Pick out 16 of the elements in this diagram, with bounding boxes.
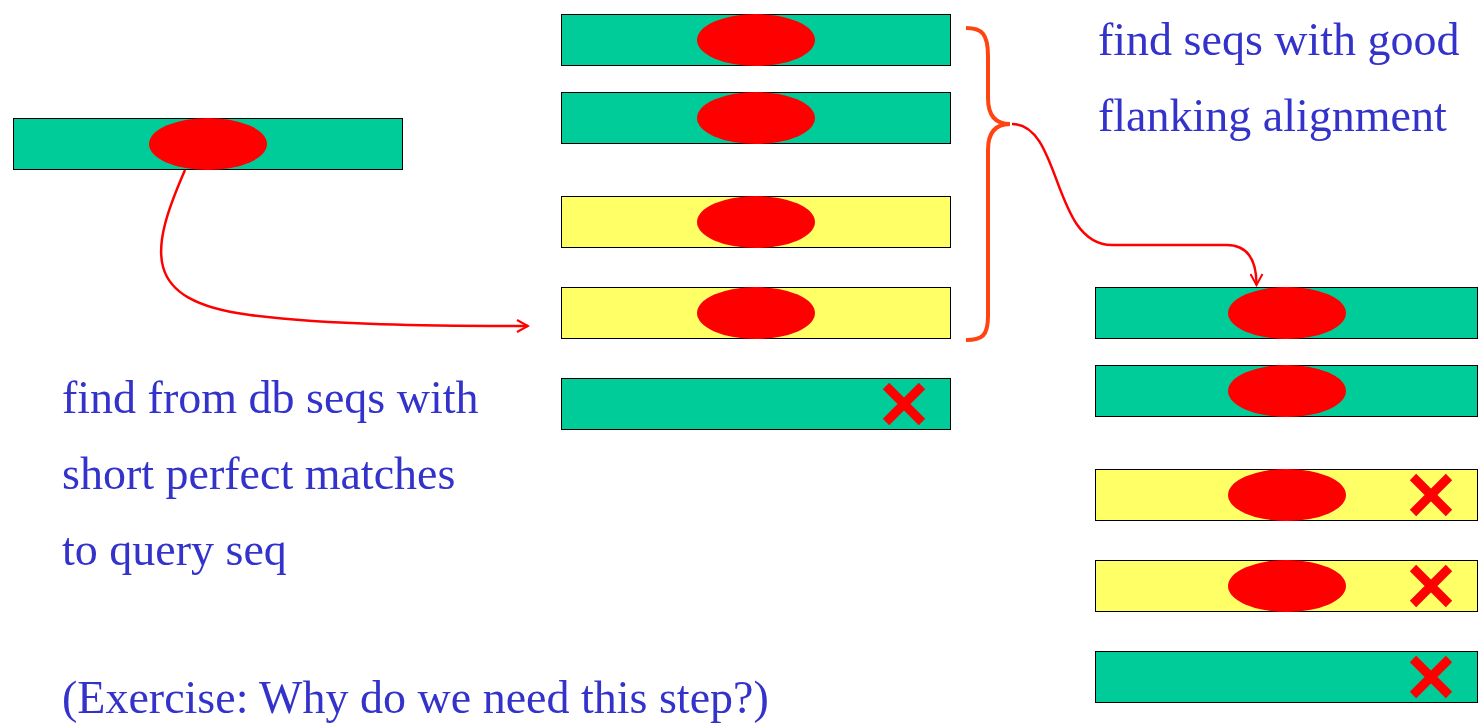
sequence-bar-rejected: [1095, 469, 1478, 521]
sequence-bar-rejected: [561, 378, 951, 430]
sequence-bar: [561, 196, 951, 248]
sequence-bar: [13, 118, 403, 170]
sequence-bar: [1095, 287, 1478, 339]
annotation-text: (Exercise: Why do we need this step?): [62, 671, 770, 725]
arrow: [1011, 122, 1264, 286]
sequence-bar: [1095, 365, 1478, 417]
sequence-bar: [561, 14, 951, 66]
annotation-text: find from db seqs with short perfect matches to query seq: [62, 371, 480, 577]
arrow: [159, 169, 529, 333]
sequence-bar: [561, 92, 951, 144]
sequence-bar-rejected: [1095, 560, 1478, 612]
annotation-text: find seqs with good flanking alignment: [1098, 13, 1461, 143]
sequence-bar: [561, 287, 951, 339]
sequence-bar-rejected: [1095, 651, 1478, 703]
